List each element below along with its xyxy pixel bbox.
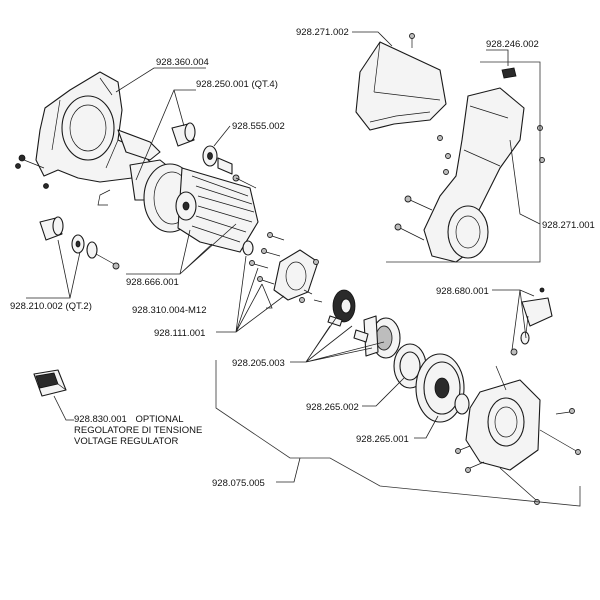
starter-pulley-part xyxy=(415,353,470,423)
rotor-flywheel-part xyxy=(97,159,259,253)
starter-components-part xyxy=(327,289,401,359)
label-spacer-qt4: 928.250.001 (QT.4) xyxy=(196,79,278,90)
label-pulley-m12: 928.310.004-M12 xyxy=(132,305,206,316)
bushing-part xyxy=(202,145,257,189)
regulator-code-text: 928.830.001 xyxy=(74,414,127,425)
plug-cap-part xyxy=(510,287,553,356)
part-labels: 928.271.002 928.246.002 928.360.004 928.… xyxy=(10,27,595,489)
label-regulator-italian: REGOLATORE DI TENSIONE xyxy=(74,425,202,436)
label-screws: 928.111.001 xyxy=(154,328,205,339)
label-regulator-code: 928.830.001 OPTIONAL xyxy=(74,414,184,425)
label-ring: 928.265.002 xyxy=(306,402,359,413)
small-cap-part xyxy=(501,67,517,79)
engine-housing-part xyxy=(15,71,161,189)
spacer-lower-part xyxy=(39,216,64,241)
label-starter-pulley: 928.265.001 xyxy=(356,434,409,445)
label-bushing: 928.555.002 xyxy=(232,121,285,132)
regulator-optional-text: OPTIONAL xyxy=(135,414,183,425)
leader-lines xyxy=(26,31,541,483)
label-fan-cover: 928.271.001 xyxy=(542,220,595,231)
assembly-bracket-lines xyxy=(215,61,581,507)
label-housing: 928.360.004 xyxy=(156,57,209,68)
label-regulator-english: VOLTAGE REGULATOR xyxy=(74,436,178,447)
label-rotor: 928.666.001 xyxy=(126,277,179,288)
label-small-cap: 928.246.002 xyxy=(486,39,539,50)
washer-bolt-part xyxy=(71,234,120,270)
voltage-regulator-part xyxy=(33,369,67,397)
label-plug-cap: 928.680.001 xyxy=(436,286,489,297)
label-starter-parts: 928.205.003 xyxy=(232,358,285,369)
label-spacer-qt2: 928.210.002 (QT.2) xyxy=(10,301,92,312)
spacer-upper-part xyxy=(171,122,196,147)
top-cover-part xyxy=(355,33,447,141)
starter-housing-part xyxy=(455,365,581,505)
label-top-cover: 928.271.002 xyxy=(296,27,349,38)
fan-cover-part xyxy=(394,87,545,263)
screws-group-part xyxy=(242,232,323,303)
label-starter-assembly: 928.075.005 xyxy=(212,478,265,489)
